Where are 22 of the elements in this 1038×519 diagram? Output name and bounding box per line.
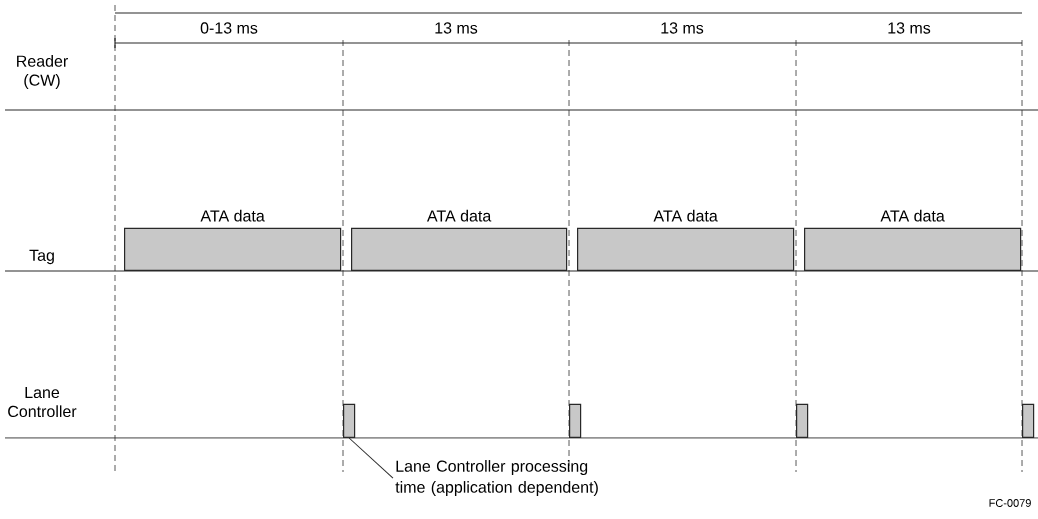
time-label: 0-13 ms: [200, 22, 258, 34]
data-pulse: ATA data: [351, 209, 568, 271]
node-label: ATA data: [653, 209, 718, 222]
data-pulse: ATA data: [804, 209, 1022, 271]
row-label: Lane Controller: [8, 386, 77, 418]
time-label: 13 ms: [435, 22, 478, 34]
data-pulse: ATA data: [577, 209, 795, 271]
node-label: ATA data: [426, 209, 492, 222]
processing-pulse: [569, 403, 582, 438]
leader-line: [348, 437, 394, 479]
time-label: 13 ms: [661, 22, 704, 34]
figure-number: FC-0079: [989, 499, 1031, 507]
callout-text: Lane Controller processing time (application dependent): [395, 460, 598, 496]
time-label: 13 ms: [888, 22, 931, 34]
processing-pulse: [343, 403, 356, 438]
processing-pulse: [796, 403, 809, 438]
data-pulse: ATA data: [124, 209, 342, 271]
node-label: ATA data: [880, 209, 945, 222]
node-label: ATA data: [200, 209, 265, 222]
row-label: Tag: [29, 249, 54, 265]
row-label: Reader (CW): [17, 55, 68, 89]
processing-pulse: [1022, 403, 1035, 438]
